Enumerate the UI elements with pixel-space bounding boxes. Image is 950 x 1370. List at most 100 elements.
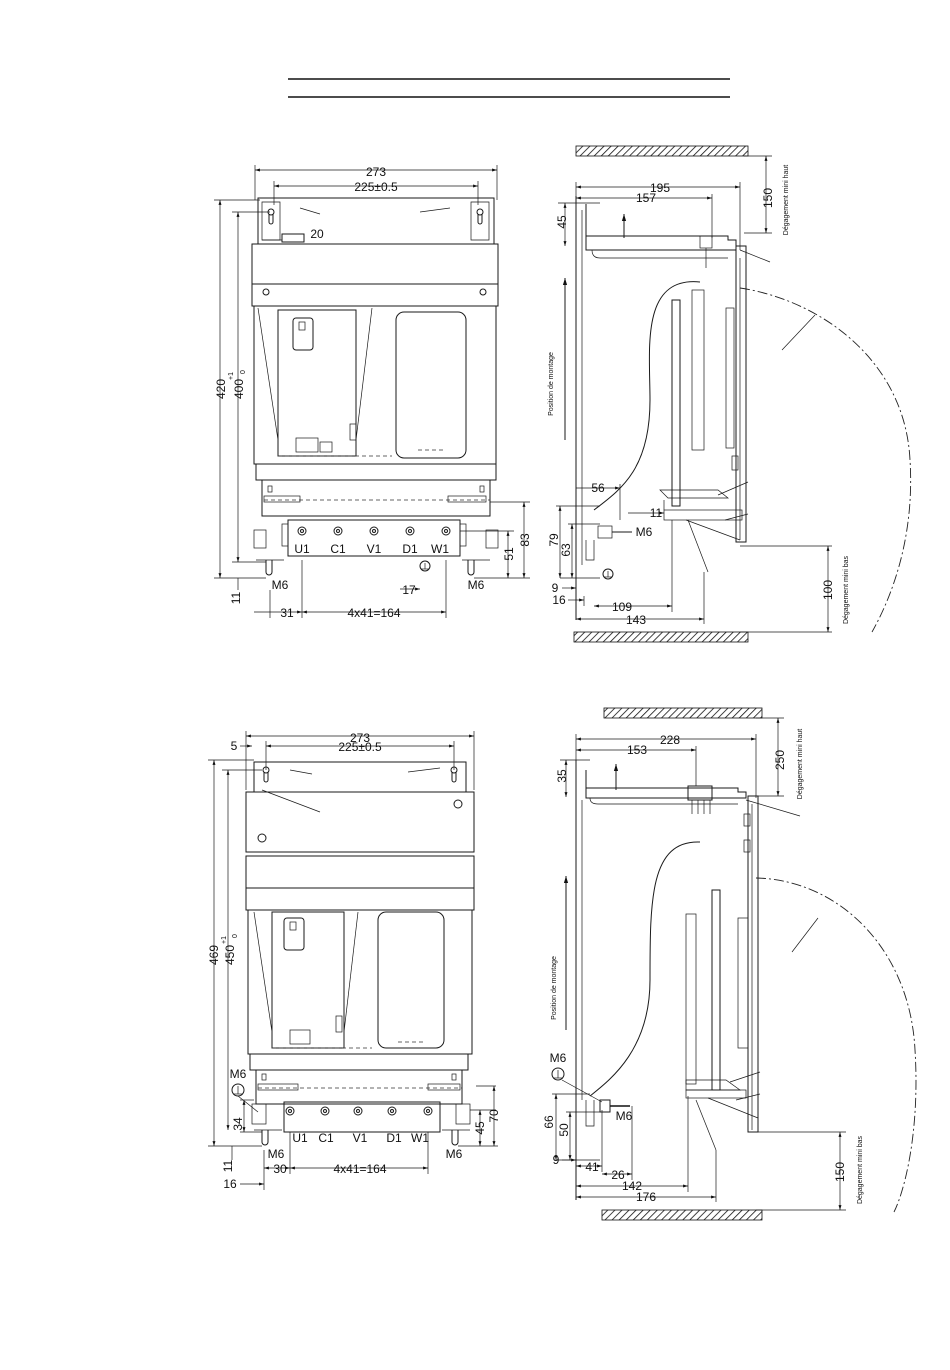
dim-11: 11 (229, 591, 243, 604)
terminal-strip (447, 495, 487, 503)
dim-width-holes: 225±0.5 (338, 740, 382, 754)
terminal-label: C1 (330, 542, 346, 556)
dim-pitch: 4x41=164 (347, 606, 400, 620)
dim-side-11: 11 (650, 506, 663, 520)
screw-left-label: M6 (272, 578, 289, 592)
clearance-top-label: Dégagement mini haut (783, 165, 790, 235)
screw (479, 288, 487, 296)
dim-depth-157: 157 (636, 191, 656, 205)
dim-width-total: 273 (350, 731, 370, 745)
dim-50: 50 (557, 1123, 571, 1137)
earth-symbol-icon (602, 568, 614, 580)
dim-79: 79 (547, 533, 561, 547)
power-terminal-block (283, 1101, 441, 1133)
terminal-label: D1 (402, 542, 418, 556)
dim-depth-total: 195 (650, 181, 670, 195)
dim-26: 26 (611, 1168, 625, 1182)
mounting-position-label: Position de montage (548, 352, 555, 416)
dim-20: 20 (310, 227, 324, 241)
mounting-position-label: Position de montage (551, 956, 558, 1020)
dim-109: 109 (612, 600, 632, 614)
ceiling-hatch (575, 145, 749, 157)
terminal-label: W1 (431, 542, 449, 556)
clearance-bottom: 100 (821, 580, 835, 600)
screw (262, 288, 270, 296)
terminal-screws (285, 1106, 433, 1116)
keypad (283, 917, 305, 951)
top-front-view: 273 225±0.5 20 (214, 165, 532, 620)
clearance-bottom: 150 (833, 1162, 847, 1182)
terminal-label: W1 (411, 1131, 429, 1145)
tol-up: +1 (221, 936, 228, 944)
connector (281, 233, 305, 243)
side-screw-label: M6 (616, 1109, 633, 1123)
mounting-hole (262, 766, 270, 774)
dim-143: 143 (626, 613, 646, 627)
terminal-strip (263, 495, 301, 503)
dim-63: 63 (559, 543, 573, 557)
clearance-bottom-label: Dégagement mini bas (857, 1135, 864, 1204)
dim-70: 70 (487, 1109, 501, 1123)
dim-35: 35 (555, 769, 569, 783)
terminal-label: V1 (353, 1131, 368, 1145)
clearance-top: 150 (761, 188, 775, 208)
earth-symbol-icon (419, 560, 431, 572)
dim-height-holes: 400 (232, 379, 246, 399)
ceiling-hatch (603, 707, 763, 719)
terminal-label: U1 (292, 1131, 308, 1145)
terminal-label: V1 (367, 542, 382, 556)
dim-height-total: 469 (207, 945, 221, 965)
mounting-hole (450, 766, 458, 774)
dim-17: 17 (402, 583, 416, 597)
dim-142: 142 (622, 1179, 642, 1193)
dim-16: 16 (223, 1177, 237, 1191)
door-swing-arc (755, 877, 917, 1213)
display-window (377, 911, 445, 1049)
dim-51: 51 (502, 547, 516, 561)
dim-176: 176 (636, 1190, 656, 1204)
dim-83: 83 (518, 533, 532, 547)
dim-depth-total: 228 (660, 733, 680, 747)
dim-height-holes: 450 (223, 945, 237, 965)
tol-low: 0 (232, 934, 239, 938)
earth-screw-label: M6 (230, 1067, 247, 1081)
connector (687, 785, 713, 801)
dim-width-total: 273 (366, 165, 386, 179)
top-side-view: 195 157 45 Position de monta (547, 145, 912, 643)
tol-low: 0 (240, 370, 247, 374)
dim-41: 41 (585, 1160, 599, 1174)
dim-31: 31 (280, 606, 294, 620)
dim-16: 16 (552, 593, 566, 607)
earth-screw-label: M6 (550, 1051, 567, 1065)
clearance-bottom-label: Dégagement mini bas (843, 555, 850, 624)
dim-depth-153: 153 (627, 743, 647, 757)
dim-9: 9 (553, 1153, 560, 1167)
dim-11: 11 (221, 1159, 235, 1172)
terminal-label: U1 (294, 542, 310, 556)
dim-5: 5 (231, 739, 238, 753)
bottom-side-view: 228 153 35 Po (542, 707, 917, 1221)
terminal-strip (427, 1083, 461, 1091)
floor-hatch (601, 1209, 763, 1221)
screw (257, 833, 267, 843)
dim-45: 45 (555, 215, 569, 229)
terminal-label: C1 (318, 1131, 334, 1145)
terminal-strip (257, 1083, 299, 1091)
display-window (395, 311, 467, 459)
mounting-hole (476, 208, 484, 216)
dim-height-total: 420 (214, 379, 228, 399)
floor-hatch (573, 631, 749, 643)
earth-symbol-icon (551, 1067, 565, 1081)
dim-9: 9 (552, 581, 559, 595)
keypad (292, 317, 314, 351)
door-swing-arc (739, 287, 912, 633)
dim-56: 56 (591, 481, 605, 495)
dim-45: 45 (473, 1121, 487, 1135)
dim-pitch: 4x41=164 (333, 1162, 386, 1176)
clearance-top-label: Dégagement mini haut (797, 729, 804, 799)
dim-34: 34 (231, 1117, 245, 1131)
terminal-label: D1 (386, 1131, 402, 1145)
terminal-screws (297, 526, 451, 536)
